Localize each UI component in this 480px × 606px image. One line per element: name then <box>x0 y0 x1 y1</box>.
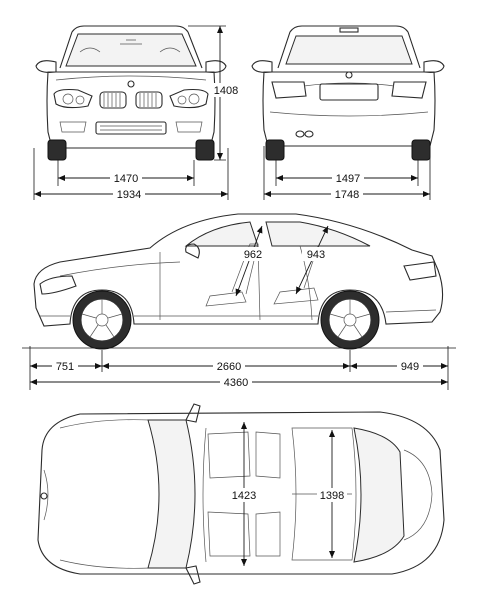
rear-left-tyre <box>265 139 285 161</box>
rear-badge-icon <box>345 71 353 79</box>
rear-roofline <box>277 25 421 69</box>
side-body <box>33 213 444 327</box>
front-roofline <box>59 25 203 69</box>
rear-right-tyre <box>411 139 431 161</box>
rear-brake-light <box>339 27 359 33</box>
front-left-tyre <box>47 139 67 161</box>
front-headroom-label: 962 <box>244 249 262 261</box>
rear-overhang-label: 949 <box>401 361 419 373</box>
front-body <box>46 71 216 149</box>
front-grille-right <box>135 91 163 109</box>
rear-track-label: 1497 <box>336 173 360 185</box>
front-track-label: 1470 <box>114 173 138 185</box>
top-view <box>37 403 445 585</box>
dimension-lines: 1470 1934 1408 1497 1748 962 943 751 <box>22 25 456 566</box>
front-right-tyre <box>195 139 215 161</box>
front-view <box>35 25 227 161</box>
rear-shoulder-label: 1398 <box>320 490 344 502</box>
side-front-window <box>184 221 259 247</box>
top-front-seats-right <box>207 511 281 557</box>
top-rear-bench <box>291 427 357 561</box>
side-headlight <box>39 275 77 295</box>
front-shoulder-label: 1423 <box>232 490 256 502</box>
side-view <box>33 213 444 350</box>
height-label: 1408 <box>214 85 238 97</box>
rear-right-taillight <box>391 81 427 99</box>
side-rear-window <box>265 221 371 247</box>
top-rear-window <box>353 427 405 563</box>
front-badge-icon <box>127 80 135 88</box>
top-windshield <box>147 419 196 569</box>
overall-width-label: 1934 <box>117 189 141 201</box>
top-body <box>37 411 445 575</box>
rear-headroom-label: 943 <box>307 249 325 261</box>
side-taillight <box>403 261 437 281</box>
rear-view <box>251 25 445 161</box>
rear-window <box>285 35 413 65</box>
rear-left-taillight <box>271 81 307 99</box>
front-right-headlight <box>169 88 209 109</box>
rear-right-mirror <box>423 60 445 73</box>
top-badge-icon <box>40 492 48 500</box>
side-mirror <box>185 243 200 259</box>
rear-exhaust-left <box>295 130 305 138</box>
front-right-mirror <box>205 60 227 73</box>
front-grille-left <box>99 91 127 109</box>
top-left-mirror <box>185 403 201 423</box>
top-front-seats-left <box>207 431 281 479</box>
wheelbase-label: 2660 <box>217 361 241 373</box>
rear-exhaust-right <box>304 130 314 138</box>
front-lower-intake <box>95 121 167 135</box>
top-right-mirror <box>185 565 201 585</box>
overall-length-label: 4360 <box>224 377 248 389</box>
front-left-mirror <box>35 60 57 73</box>
rear-left-mirror <box>251 60 273 73</box>
front-windshield <box>65 33 197 67</box>
rear-license-plate <box>319 83 379 101</box>
width-mirrors-label: 1748 <box>335 189 359 201</box>
front-left-headlight <box>53 88 93 109</box>
front-overhang-label: 751 <box>56 361 74 373</box>
